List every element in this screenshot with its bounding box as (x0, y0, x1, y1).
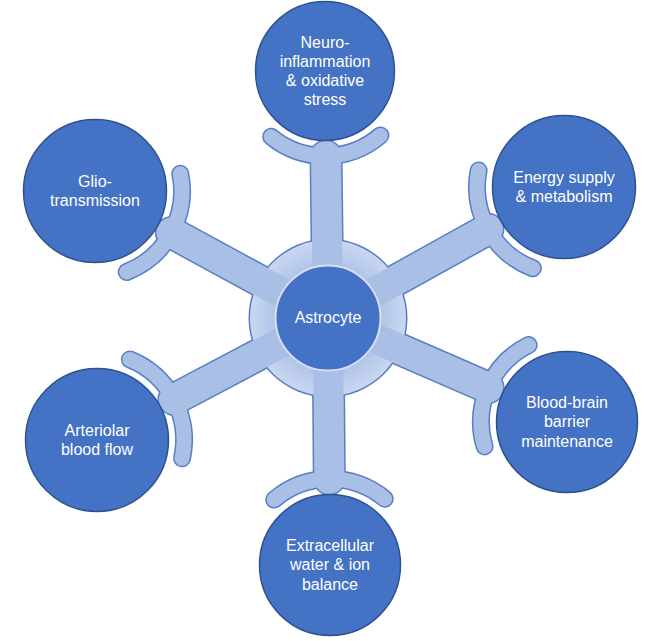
circle-outline (254, 0, 396, 142)
circle-shape (24, 120, 167, 263)
node-label: Blood-brain barrier maintenance (514, 393, 621, 451)
node-label: Neuro- inflammation & oxidative stress (273, 33, 378, 110)
function-circle: Neuro- inflammation & oxidative stress (254, 0, 396, 142)
cell-circle: Astrocyte (274, 264, 382, 372)
node-label: Energy supply & metabolism (510, 168, 618, 206)
circle-outline (22, 118, 168, 264)
circle-outline (24, 367, 170, 513)
node-label: Arteriolar blood flow (43, 421, 151, 459)
cell-body (127, 135, 533, 499)
node-label: Extracellular water & ion balance (277, 536, 384, 594)
node-label: Astrocyte (288, 308, 368, 327)
circle-shape (493, 116, 636, 259)
function-circle: Energy supply & metabolism (491, 114, 637, 260)
circle-shape (256, 2, 395, 141)
circle-outline (491, 114, 637, 260)
node-label: Glio- transmission (41, 172, 149, 210)
circle-shape (497, 352, 638, 493)
function-circle: Arteriolar blood flow (24, 367, 170, 513)
circle-shape (260, 495, 401, 636)
function-circle: Blood-brain barrier maintenance (495, 350, 639, 494)
circle-shape (276, 266, 381, 371)
cell-outline (127, 135, 533, 499)
function-circle: Glio- transmission (22, 118, 168, 264)
function-circle: Extracellular water & ion balance (258, 493, 402, 637)
circle-shape (26, 369, 169, 512)
